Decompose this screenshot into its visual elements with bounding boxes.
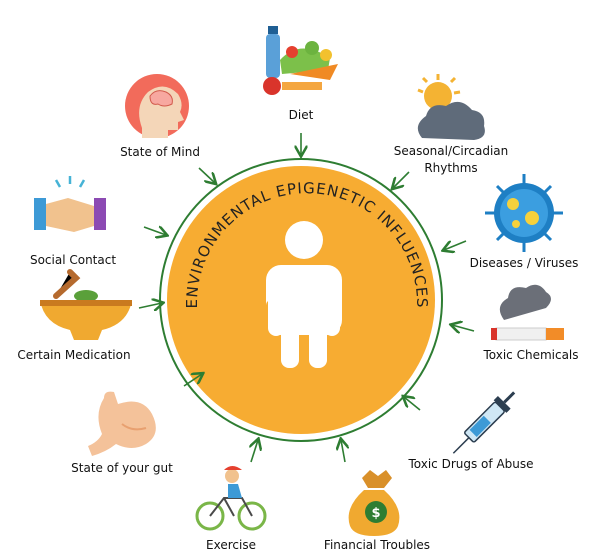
food-icon: [263, 26, 338, 95]
sun-cloud-icon: [417, 74, 485, 140]
virus-icon: [485, 174, 563, 252]
money-bag-icon: $: [348, 470, 400, 536]
arrow-exercise: [251, 440, 258, 463]
label-social: Social Contact: [29, 253, 117, 267]
arrow-gut: [183, 374, 202, 387]
label-toxic-chemicals: Toxic Chemicals: [483, 348, 579, 362]
svg-text:$: $: [371, 506, 380, 521]
label-toxic-drugs: Toxic Drugs of Abuse: [408, 457, 534, 471]
arrow-mind: [198, 167, 215, 183]
mortar-pestle-icon: [40, 269, 132, 340]
label-gut: State of your gut: [71, 461, 173, 475]
arrow-financial: [341, 440, 345, 463]
handshake-icon: [34, 176, 106, 232]
arrow-diseases: [444, 240, 467, 250]
arrow-social: [143, 227, 166, 235]
arrow-seasonal: [393, 171, 410, 188]
label-medication: Certain Medication: [17, 348, 131, 362]
label-diseases: Diseases / Viruses: [469, 256, 579, 270]
syringe-icon: [452, 391, 516, 454]
smoking-cigarette-icon: [491, 284, 564, 341]
person-silhouette: [268, 268, 340, 336]
arrow-toxic-drugs: [404, 397, 421, 411]
label-diet: Diet: [288, 108, 314, 122]
label-financial: Financial Troubles: [323, 538, 431, 552]
stomach-icon: [88, 391, 156, 456]
arrow-toxic-chemicals: [452, 325, 475, 331]
label-exercise: Exercise: [206, 538, 256, 552]
arrows: [138, 133, 475, 463]
brain-head-icon: [125, 74, 189, 138]
label-mind: State of Mind: [120, 145, 200, 159]
arrow-medication: [138, 303, 162, 308]
person-icon: [266, 221, 342, 368]
cyclist-icon: [195, 466, 267, 531]
label-seasonal: Seasonal/Circadian Rhythms: [393, 144, 509, 175]
